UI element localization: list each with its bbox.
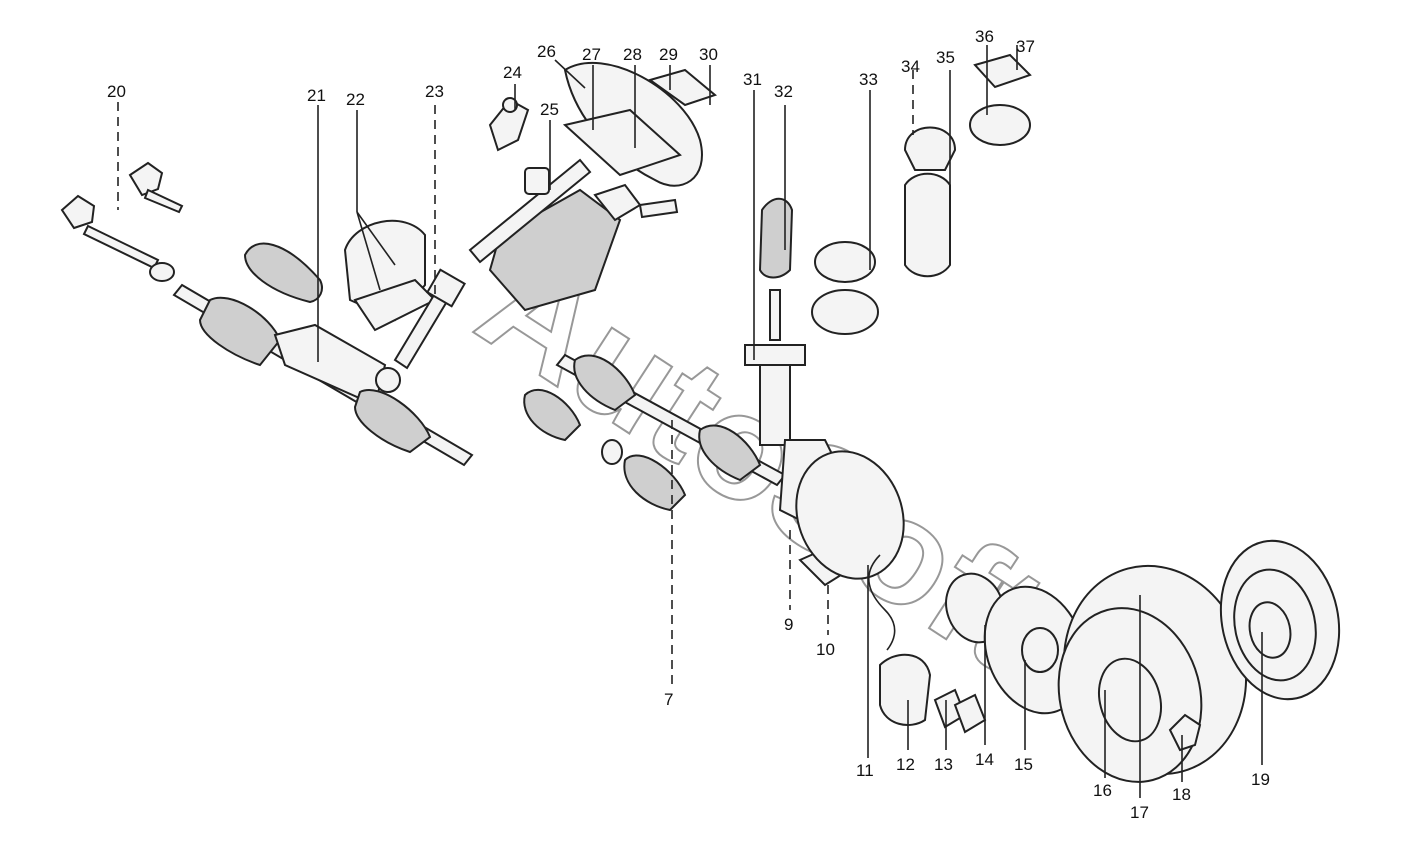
- steering-rack: [172, 283, 474, 467]
- brake-pads: [933, 688, 987, 734]
- rack-boot: [243, 242, 323, 304]
- callout-10: 10: [816, 640, 835, 659]
- callout-16: 16: [1093, 781, 1112, 800]
- callout-14: 14: [975, 750, 994, 769]
- callout-28: 28: [623, 45, 642, 64]
- callout-27: 27: [582, 45, 601, 64]
- tie-rod-assembly: [60, 161, 184, 282]
- callout-20: 20: [107, 82, 126, 101]
- callout-7: 7: [664, 690, 673, 709]
- wheel-cover: [1219, 539, 1341, 701]
- callout-33: 33: [859, 70, 878, 89]
- callout-26: 26: [537, 42, 556, 61]
- callout-19: 19: [1251, 770, 1270, 789]
- drive-shaft: [523, 353, 787, 512]
- wheel-tyre: [1057, 564, 1248, 783]
- brake-caliper: [879, 653, 932, 726]
- callout-37: 37: [1016, 37, 1035, 56]
- callout-11: 11: [856, 761, 874, 780]
- ignition-lock: [488, 97, 530, 152]
- callout-30: 30: [699, 45, 718, 64]
- callout-35: 35: [936, 48, 955, 67]
- column-shroud: [343, 219, 437, 332]
- callout-36: 36: [975, 27, 994, 46]
- wheel-bolt: [1168, 713, 1202, 752]
- callout-32: 32: [774, 82, 793, 101]
- callout-12: 12: [896, 755, 915, 774]
- callout-22: 22: [346, 90, 365, 109]
- callout-labels: 7 9 10 11 12 13 14 15 16 17 18 19 20 21 …: [107, 27, 1270, 822]
- callout-31: 31: [743, 70, 762, 89]
- callout-25: 25: [540, 100, 559, 119]
- callout-17: 17: [1130, 803, 1149, 822]
- callout-9: 9: [784, 615, 793, 634]
- callout-15: 15: [1014, 755, 1033, 774]
- strut-assembly: [744, 197, 806, 446]
- steering-column: [468, 158, 679, 312]
- splash-shield: [795, 450, 905, 580]
- steering-wheel: [562, 61, 718, 187]
- callout-29: 29: [659, 45, 678, 64]
- intermediate-shaft: [393, 268, 466, 370]
- callout-21: 21: [307, 86, 326, 105]
- callout-13: 13: [934, 755, 953, 774]
- callout-24: 24: [503, 63, 522, 82]
- callout-23: 23: [425, 82, 444, 101]
- callout-34: 34: [901, 57, 920, 76]
- strut-top-parts: [811, 53, 1032, 335]
- callout-18: 18: [1172, 785, 1191, 804]
- abs-sensor-wire: [868, 554, 896, 651]
- leader-lines: [117, 45, 1263, 798]
